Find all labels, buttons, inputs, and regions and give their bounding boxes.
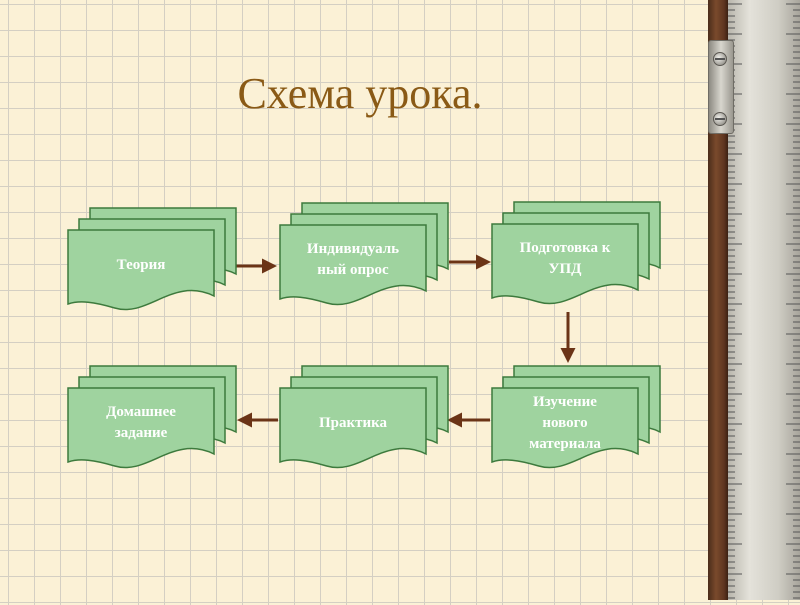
node-label-line: задание [114, 425, 168, 441]
node-label-line: нового [542, 414, 588, 431]
node-label-line: материала [529, 435, 601, 452]
node-label-line: Домашнее [106, 404, 176, 420]
node-label-line: Подготовка к [519, 240, 611, 256]
ruler-wood-edge [708, 0, 728, 600]
node-individualnyi-opros [279, 202, 449, 306]
node-domashnee-zadanie [67, 365, 237, 469]
node-label-podgotovka-k-upd: Подготовка к УПД [492, 224, 638, 294]
node-teoriya [67, 207, 237, 311]
node-label-teoriya: Теория [68, 230, 214, 300]
slide-title: Схема урока. [237, 69, 483, 118]
screw-icon [713, 52, 727, 66]
node-praktika [279, 365, 449, 469]
node-label-line: Теория [116, 256, 166, 273]
node-label-line: Практика [318, 414, 388, 431]
node-label-line: УПД [548, 261, 582, 277]
node-label-praktika: Практика [280, 388, 426, 458]
node-label-line: Индивидуаль [306, 241, 400, 257]
node-label-line: ный опрос [317, 262, 389, 278]
node-izuchenie [491, 365, 661, 469]
node-label-domashnee-zadanie: Домашнее задание [68, 388, 214, 458]
screw-icon [713, 112, 727, 126]
node-label-line: Изучение [533, 393, 597, 410]
node-label-izuchenie: Изучение нового материала [492, 388, 638, 458]
node-podgotovka-k-upd [491, 201, 661, 305]
node-label-individualnyi-opros: Индивидуаль ный опрос [280, 225, 426, 295]
ruler-metal [728, 0, 800, 600]
